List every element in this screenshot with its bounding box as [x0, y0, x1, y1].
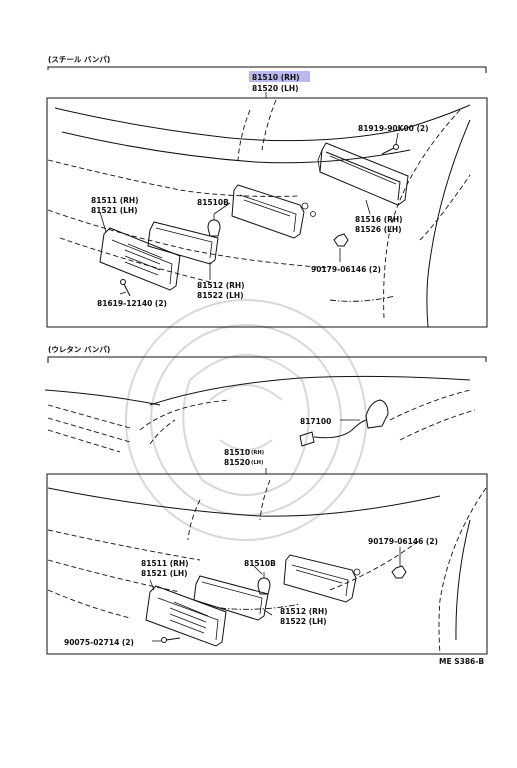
- label-nut-urethane: 90179-06146 (2): [368, 537, 438, 546]
- section-title-steel: (スチール バンパ): [48, 54, 110, 64]
- label-nut: 90179-06146 (2): [311, 265, 381, 274]
- car-body-steel: [47, 99, 471, 328]
- lamp-housing-steel: [317, 142, 409, 206]
- steel-bumper-frame: [46, 97, 488, 328]
- screw-icon-steel-bottom: [120, 279, 131, 297]
- label-socket: 817100: [300, 417, 331, 426]
- section-bracket-steel: [47, 66, 487, 73]
- bulb-icon-steel: [207, 214, 221, 237]
- label-screw-bottom: 81619-12140 (2): [97, 299, 167, 308]
- label-screw-urethane: 90075-02714 (2): [64, 638, 134, 647]
- label-bulb: 81510B: [197, 198, 229, 207]
- label-gasket-rh: 81512 (RH): [197, 281, 245, 290]
- lens-urethane: [145, 585, 227, 647]
- label-gasket-rh-urethane: 81512 (RH): [280, 607, 328, 616]
- label-gasket-lh-urethane: 81522 (LH): [280, 617, 327, 626]
- lens-steel: [99, 227, 181, 291]
- lamp-body-urethane: [283, 554, 361, 603]
- car-body-urethane: [47, 479, 487, 655]
- car-body-urethane-top: [44, 375, 476, 453]
- urethane-bumper-frame: [46, 473, 488, 655]
- screw-icon-steel-top: [381, 144, 399, 155]
- label-lens-rh: 81511 (RH): [91, 196, 139, 205]
- leader-lines-steel: [99, 132, 399, 295]
- label-lamp-rh-suffix: (RH): [251, 450, 264, 456]
- leader-lines-urethane: [149, 547, 401, 642]
- gasket-urethane: [193, 575, 269, 621]
- label-gasket-lh: 81522 (LH): [197, 291, 244, 300]
- part-number-rh: 81510 (RH): [252, 73, 300, 82]
- label-lamp-lh: 81520: [224, 458, 250, 467]
- nut-icon-steel: [333, 233, 349, 247]
- gasket-steel: [147, 221, 219, 265]
- section-title-urethane: (ウレタン バンパ): [48, 344, 110, 354]
- part-number-highlight: [249, 71, 310, 82]
- label-screw-top: 81919-90K00 (2): [358, 124, 429, 133]
- figure-code: ME S386-B: [439, 657, 484, 666]
- label-housing-lh: 81526 (LH): [355, 225, 402, 234]
- label-lens-lh-urethane: 81521 (LH): [141, 569, 188, 578]
- nut-icon-urethane: [391, 565, 407, 579]
- section-bracket-urethane: [47, 356, 487, 363]
- label-lamp-rh: 81510: [224, 448, 250, 457]
- socket-icon-urethane: [299, 399, 389, 447]
- label-lens-rh-urethane: 81511 (RH): [141, 559, 189, 568]
- lamp-body-steel: [231, 184, 316, 239]
- label-bulb-urethane: 81510B: [244, 559, 276, 568]
- label-lens-lh: 81521 (LH): [91, 206, 138, 215]
- label-housing-rh: 81516 (RH): [355, 215, 403, 224]
- bulb-icon-urethane: [257, 572, 271, 595]
- label-lamp-lh-suffix: (LH): [251, 460, 263, 466]
- part-number-lh: 81520 (LH): [252, 84, 299, 93]
- screw-icon-urethane: [161, 637, 181, 643]
